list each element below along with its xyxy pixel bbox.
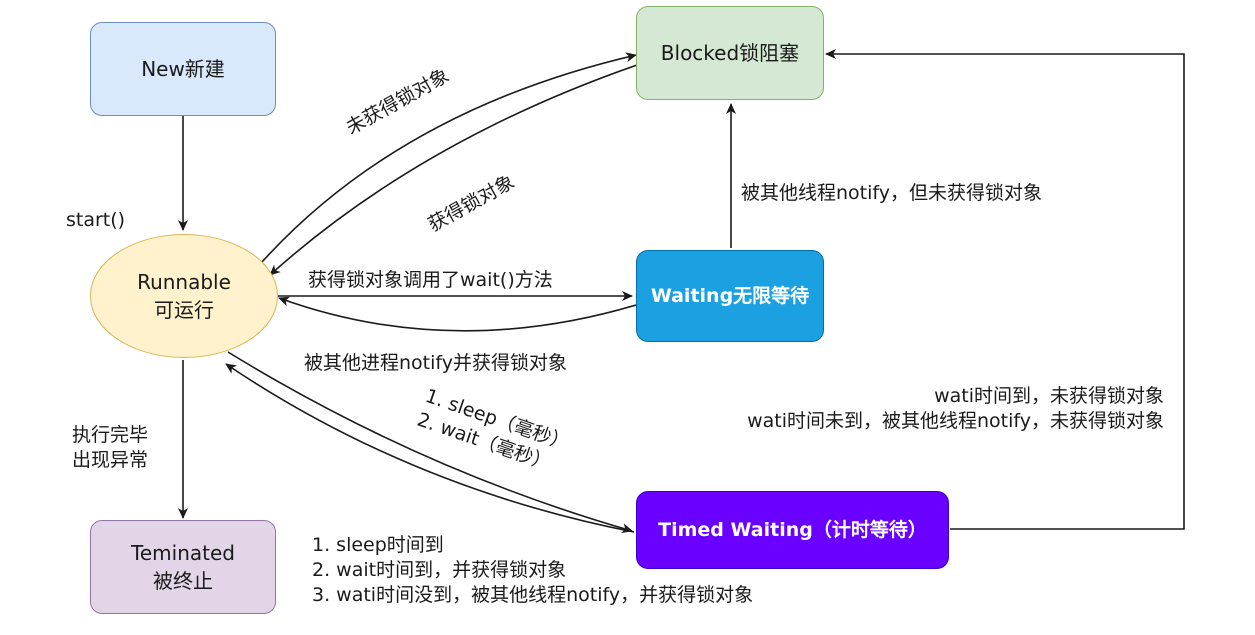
state-new-label: New新建 xyxy=(141,57,225,81)
label-timed-to-blocked-line2: wati时间未到，被其他线程notify，未获得锁对象 xyxy=(747,410,1164,432)
state-waiting: Waiting无限等待 xyxy=(636,250,824,342)
label-timed-back-line3: 3. wati时间没到，被其他线程notify，并获得锁对象 xyxy=(312,584,754,606)
label-timed-back-line1: 1. sleep时间到 xyxy=(312,534,444,556)
edge-timed-to-runnable xyxy=(225,363,635,533)
state-timed-waiting-label: Timed Waiting（计时等待） xyxy=(658,519,927,541)
label-finish-line1: 执行完毕 xyxy=(72,424,149,446)
label-finish-line2: 出现异常 xyxy=(72,449,149,471)
state-runnable: Runnable 可运行 xyxy=(90,234,278,358)
label-finish: 执行完毕 出现异常 xyxy=(72,423,148,473)
label-notify-and-get-lock: 被其他进程notify并获得锁对象 xyxy=(304,352,567,374)
state-new: New新建 xyxy=(90,22,276,116)
label-notify-but-no-lock: 被其他线程notify，但未获得锁对象 xyxy=(741,182,1042,204)
edge-runnable-to-timed xyxy=(227,351,633,534)
label-start: start() xyxy=(66,209,126,231)
state-terminated: Teminated 被终止 xyxy=(90,520,276,614)
state-timed-waiting: Timed Waiting（计时等待） xyxy=(636,491,949,569)
state-blocked: Blocked锁阻塞 xyxy=(636,6,824,100)
label-timed-back-line2: 2. wait时间到，并获得锁对象 xyxy=(312,559,567,581)
state-terminated-label-cn: 被终止 xyxy=(153,569,213,593)
state-terminated-label-en: Teminated xyxy=(131,541,235,565)
state-runnable-label-en: Runnable xyxy=(137,270,231,294)
label-timed-to-blocked: wati时间到，未获得锁对象 wati时间未到，被其他线程notify，未获得锁… xyxy=(656,384,1164,434)
state-runnable-label-cn: 可运行 xyxy=(154,298,214,322)
label-timed-to-blocked-line1: wati时间到，未获得锁对象 xyxy=(934,385,1164,407)
edge-blocked-to-runnable xyxy=(269,63,641,276)
state-waiting-label: Waiting无限等待 xyxy=(650,285,810,307)
edge-waiting-to-runnable xyxy=(278,296,637,332)
label-get-lock-call-wait: 获得锁对象调用了wait()方法 xyxy=(308,269,553,291)
label-timed-back: 1. sleep时间到 2. wait时间到，并获得锁对象 3. wati时间没… xyxy=(312,533,753,608)
edge-timed-to-blocked xyxy=(825,49,1185,530)
edge-runnable-to-blocked xyxy=(261,52,637,263)
state-blocked-label: Blocked锁阻塞 xyxy=(660,41,800,65)
